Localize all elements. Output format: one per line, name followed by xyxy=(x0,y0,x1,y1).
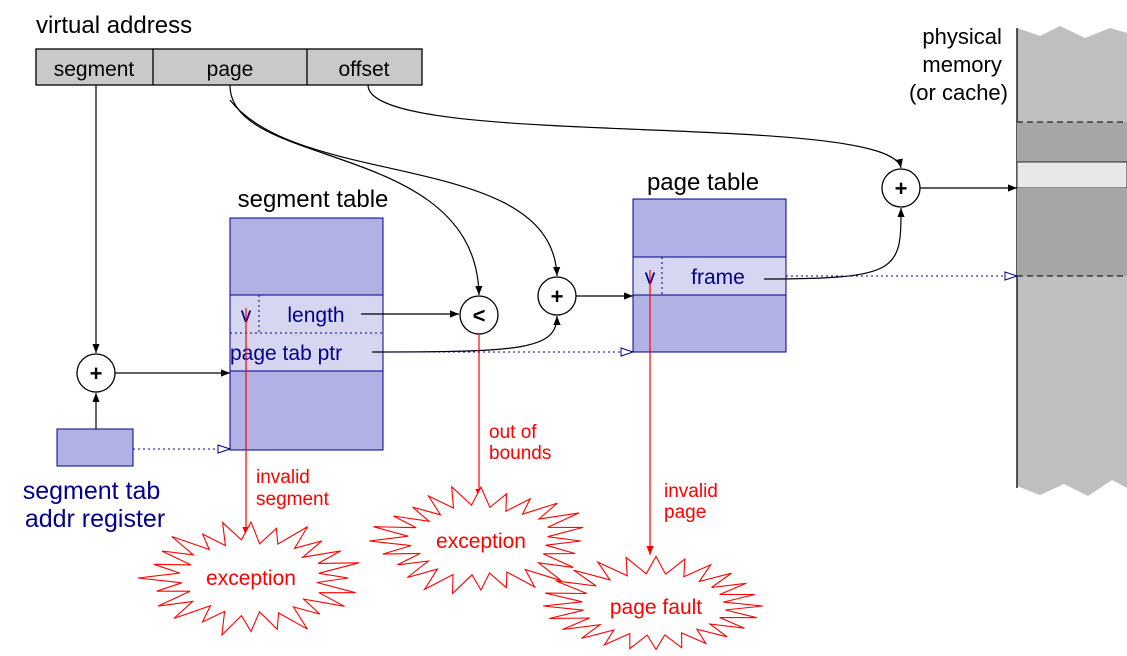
segment-table-title: segment table xyxy=(238,186,389,213)
page-table-title: page table xyxy=(647,169,759,196)
exception-bounds-text: exception xyxy=(436,530,526,553)
page-fault-burst xyxy=(543,555,763,651)
memory-region xyxy=(1017,122,1127,162)
memory-frame-highlight xyxy=(1016,161,1127,189)
out-of-bounds-label: out of bounds xyxy=(489,422,551,464)
frame-to-adder-arrow xyxy=(763,207,905,280)
memory-frame xyxy=(1017,188,1127,276)
offset-to-adder-arrow xyxy=(367,84,903,169)
segment-length: length xyxy=(287,304,344,327)
pointer-to-adder-arrow xyxy=(371,315,561,353)
page-table-pointer: page tab ptr xyxy=(230,342,342,365)
adder-offset-symbol: + xyxy=(895,176,908,201)
virtual-address-title: virtual address xyxy=(36,12,192,39)
exception-bounds-burst xyxy=(369,485,584,595)
offset-field: offset xyxy=(339,58,390,81)
invalid-segment-label: invalid segment xyxy=(256,467,330,510)
page-table-entry xyxy=(632,256,787,296)
page-table xyxy=(632,198,787,353)
page-fault-text: page fault xyxy=(610,596,702,619)
comparator-symbol: < xyxy=(473,303,486,328)
page-to-adder-arrow xyxy=(229,99,561,277)
page-frame: frame xyxy=(691,266,745,289)
exception-segment-burst xyxy=(137,520,360,637)
register-label: segment tab addr register xyxy=(23,477,168,533)
page-field: page xyxy=(207,58,254,81)
page-to-comparator-arrow xyxy=(229,84,483,296)
segment-field: segment xyxy=(54,58,135,81)
segment-table xyxy=(229,217,384,451)
virtual-address-register xyxy=(35,48,423,86)
exception-segment-text: exception xyxy=(206,567,296,590)
adder-page-symbol: + xyxy=(551,284,564,309)
segment-table-address-register xyxy=(56,428,134,467)
adder-segment-symbol: + xyxy=(90,361,103,386)
physical-memory xyxy=(1016,26,1127,496)
physical-memory-label: physical memory (or cache) xyxy=(909,24,1008,105)
invalid-page-label: invalid page xyxy=(664,481,723,523)
